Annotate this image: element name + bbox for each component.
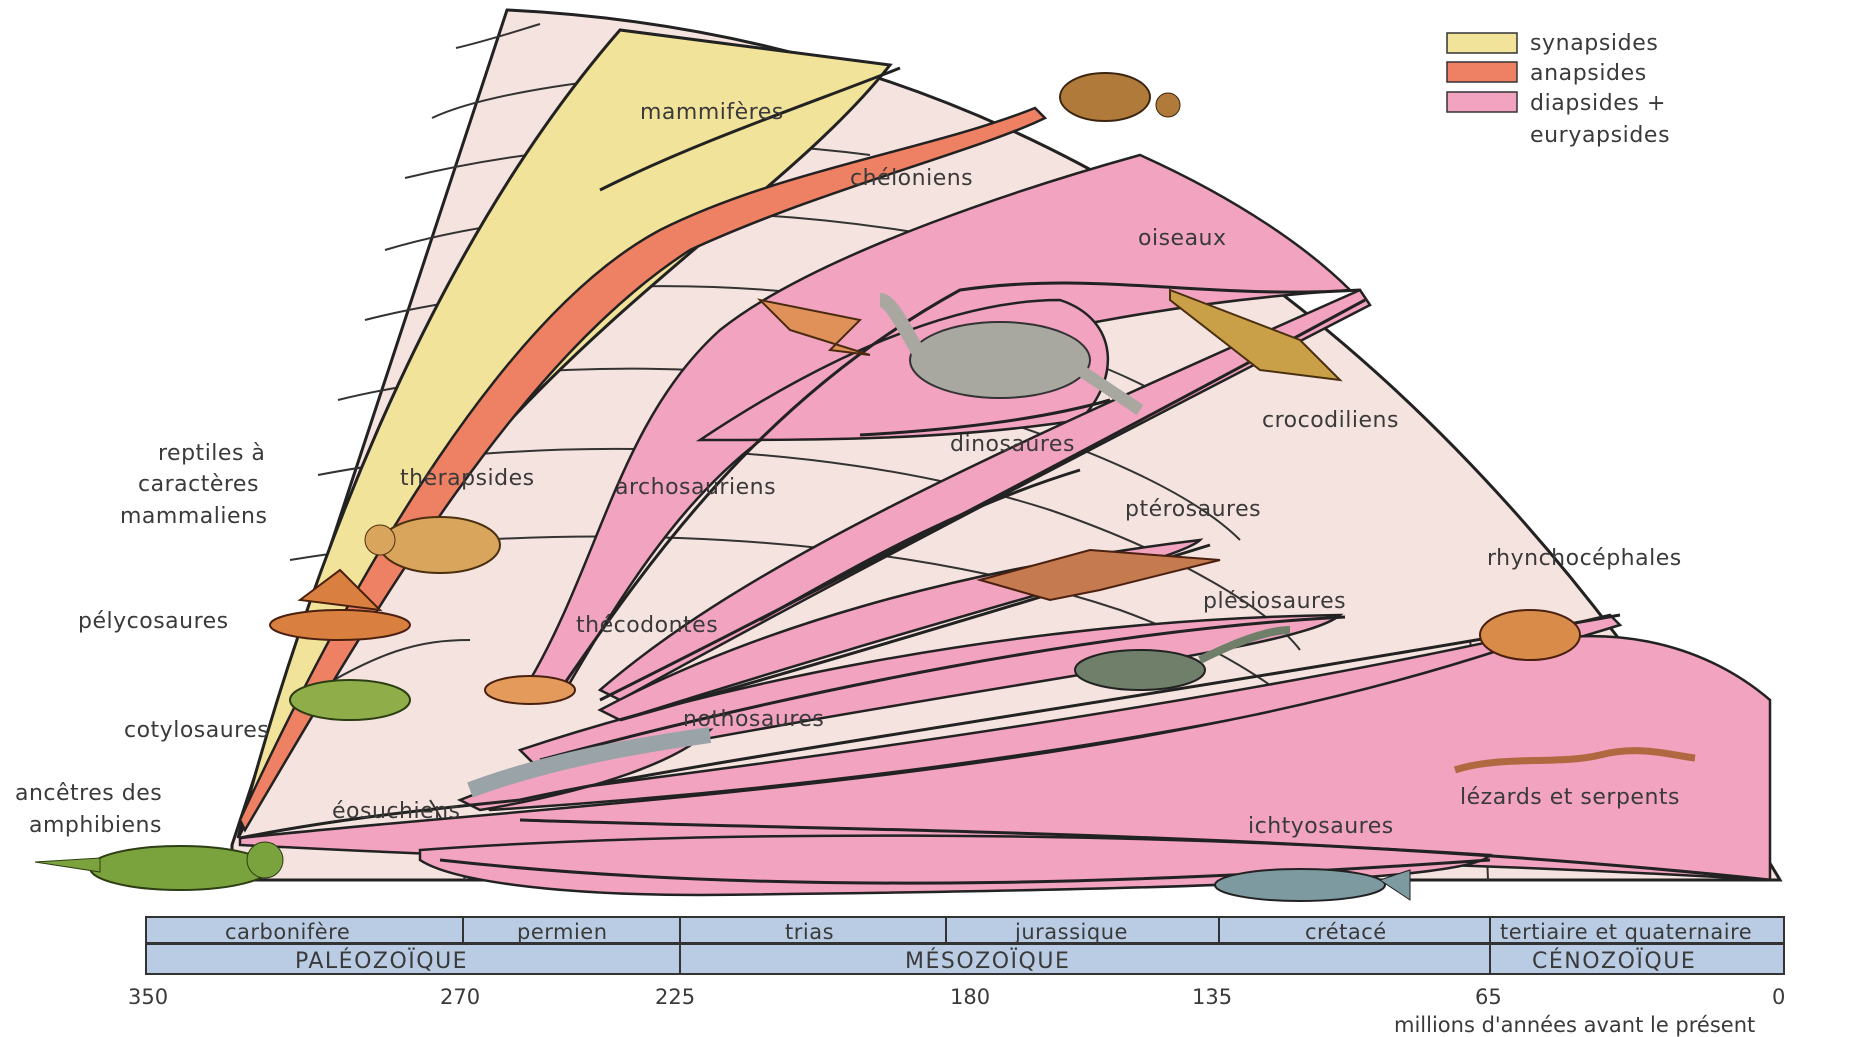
period-tertiaire: tertiaire et quaternaire [1500, 920, 1752, 944]
label-archosauriens: archosauriens [615, 475, 776, 500]
period-trias: trias [785, 920, 834, 944]
timeline: carbonifère permien trias jurassique cré… [146, 917, 1784, 974]
label-cheloniens: chéloniens [850, 166, 973, 191]
label-plesiosaures: plésiosaures [1203, 589, 1346, 614]
legend-swatch-synapsides [1447, 33, 1517, 53]
period-carbonifere: carbonifère [225, 920, 350, 944]
cotylosaur-illustration [290, 680, 410, 720]
tick-65: 65 [1475, 985, 1502, 1009]
legend: synapsides anapsides diapsides + euryaps… [1447, 31, 1670, 148]
legend-label-anapsides: anapsides [1530, 61, 1647, 86]
label-dinosaures: dinosaures [950, 432, 1075, 457]
period-permien: permien [517, 920, 608, 944]
label-ancetres-line2: amphibiens [29, 813, 162, 838]
label-lezards: lézards et serpents [1460, 785, 1680, 810]
period-jurassique: jurassique [1014, 920, 1128, 944]
label-pelycosaures: pélycosaures [78, 609, 229, 634]
rhynchocephalian-illustration [1480, 610, 1580, 660]
label-therapsides: thérapsides [400, 466, 535, 491]
tick-225: 225 [655, 985, 695, 1009]
legend-label-diapsides: diapsides + [1530, 91, 1666, 116]
period-cretace: crétacé [1305, 920, 1387, 944]
era-paleozoique: PALÉOZOÏQUE [295, 948, 468, 974]
tick-0: 0 [1772, 985, 1785, 1009]
era-mesozoique: MÉSOZOÏQUE [905, 948, 1070, 974]
legend-label-euryapsides: euryapsides [1530, 123, 1670, 148]
label-ancetres-line1: ancêtres des [15, 781, 162, 806]
label-ichtyosaures: ichtyosaures [1248, 814, 1394, 839]
legend-swatch-diapsides [1447, 92, 1517, 112]
tick-135: 135 [1192, 985, 1232, 1009]
label-nothosaures: nothosaures [683, 707, 824, 732]
label-eosuchiens: éosuchiens [332, 799, 461, 824]
label-reptiles-line2: caractères [138, 472, 259, 497]
thecodont-illustration [485, 676, 575, 704]
label-pterosaures: ptérosaures [1125, 497, 1261, 522]
legend-swatch-anapsides [1447, 62, 1517, 82]
label-rhynchocephales: rhynchocéphales [1487, 546, 1682, 571]
tick-180: 180 [950, 985, 990, 1009]
legend-label-synapsides: synapsides [1530, 31, 1658, 56]
label-cotylosaures: cotylosaures [124, 718, 269, 743]
axis-caption: millions d'années avant le présent [1394, 1013, 1755, 1037]
tick-270: 270 [440, 985, 480, 1009]
label-thecodontes: thécodontes [576, 613, 718, 638]
time-ticks: 350 270 225 180 135 65 0 millions d'anné… [128, 985, 1785, 1037]
label-reptiles-line3: mammaliens [120, 504, 267, 529]
tick-350: 350 [128, 985, 168, 1009]
label-crocodiliens: crocodiliens [1262, 408, 1399, 433]
label-mammiferes: mammifères [640, 100, 784, 125]
turtle-illustration [1060, 73, 1180, 121]
label-oiseaux: oiseaux [1138, 226, 1227, 251]
era-cenozoique: CÉNOZOÏQUE [1532, 948, 1696, 974]
label-reptiles-line1: reptiles à [158, 441, 265, 466]
